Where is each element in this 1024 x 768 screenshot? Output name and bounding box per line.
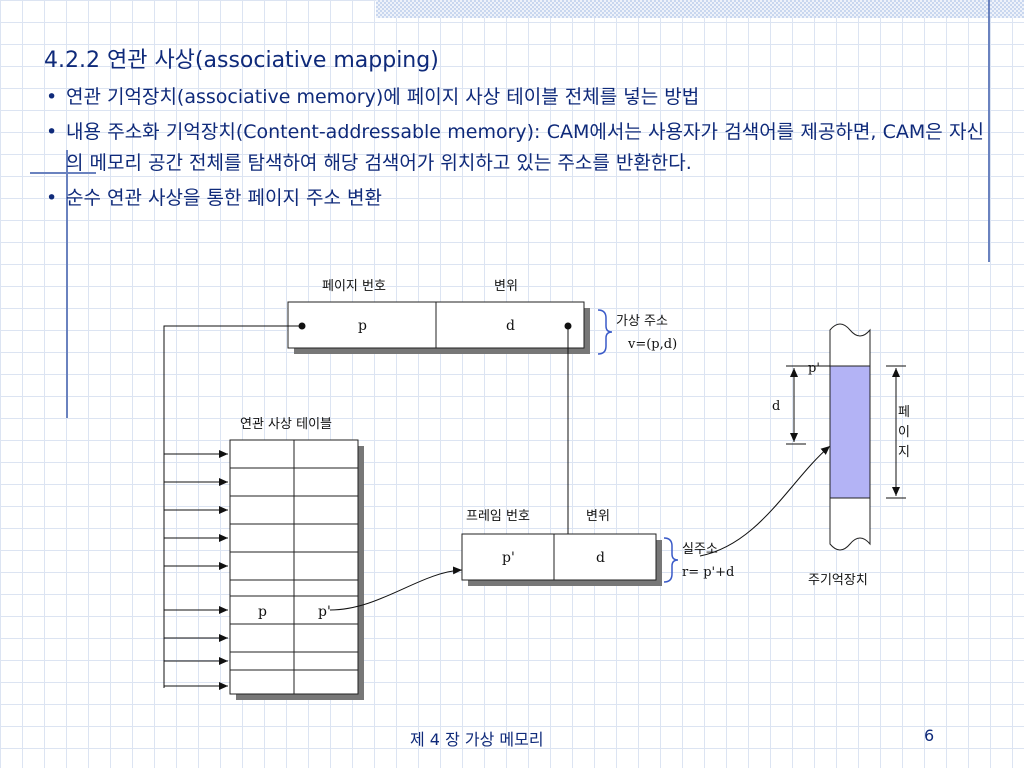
assoc-table-rows bbox=[230, 467, 358, 671]
memory-pprime: p' bbox=[808, 361, 820, 376]
memory-label: 주기억장치 bbox=[808, 573, 868, 588]
offset-label-top: 변위 bbox=[494, 279, 518, 294]
memory-page-label-1: 페 bbox=[898, 405, 910, 420]
memory-page-block bbox=[829, 365, 871, 499]
frame-number-label: 프레임 번호 bbox=[466, 509, 530, 524]
search-arrows bbox=[164, 450, 228, 690]
table-to-frame-arrow bbox=[329, 566, 463, 611]
memory-page-label-2: 이 bbox=[898, 425, 910, 440]
cell-d2: d bbox=[596, 550, 605, 566]
page-number-label: 페이지 번호 bbox=[322, 279, 386, 294]
virtual-address-label: 가상 주소 bbox=[616, 314, 668, 329]
cell-p: p bbox=[358, 318, 367, 334]
decorative-vertical-line-right bbox=[988, 0, 990, 262]
virtual-address-formula: v=(p,d) bbox=[627, 337, 677, 352]
assoc-row-p: p bbox=[258, 604, 267, 620]
bullet-list: 연관 기억장치(associative memory)에 페이지 사상 테이블 … bbox=[44, 82, 984, 218]
footer-page-number: 6 bbox=[924, 726, 935, 745]
memory-d: d bbox=[772, 399, 780, 414]
top-decorative-band bbox=[376, 0, 1024, 18]
footer-chapter: 제 4 장 가상 메모리 bbox=[410, 730, 544, 749]
assoc-table-label: 연관 사상 테이블 bbox=[240, 417, 332, 432]
p-to-table-line bbox=[163, 325, 302, 688]
assoc-row-pprime: p' bbox=[318, 604, 331, 620]
bullet-item: 연관 기억장치(associative memory)에 페이지 사상 테이블 … bbox=[44, 82, 984, 113]
decorative-vertical-line-left bbox=[66, 150, 68, 418]
memory-page-label-3: 지 bbox=[898, 445, 910, 460]
virtual-address-brace bbox=[597, 309, 613, 355]
real-address-brace bbox=[663, 537, 679, 583]
real-address-formula: r= p'+d bbox=[682, 565, 734, 580]
real-address-label: 실주소 bbox=[682, 542, 718, 557]
bullet-item: 내용 주소화 기억장치(Content-addressable memory):… bbox=[44, 117, 984, 179]
main-memory bbox=[829, 323, 871, 551]
cell-pprime: p' bbox=[502, 550, 515, 566]
bullet-item: 순수 연관 사상을 통한 페이지 주소 변환 bbox=[44, 183, 984, 214]
slide-title: 4.2.2 연관 사상(associative mapping) bbox=[44, 48, 439, 73]
cell-d: d bbox=[506, 318, 515, 334]
real-to-memory-arrow bbox=[699, 445, 831, 557]
real-address-box bbox=[461, 533, 657, 581]
offset-label-bottom: 변위 bbox=[586, 509, 610, 524]
